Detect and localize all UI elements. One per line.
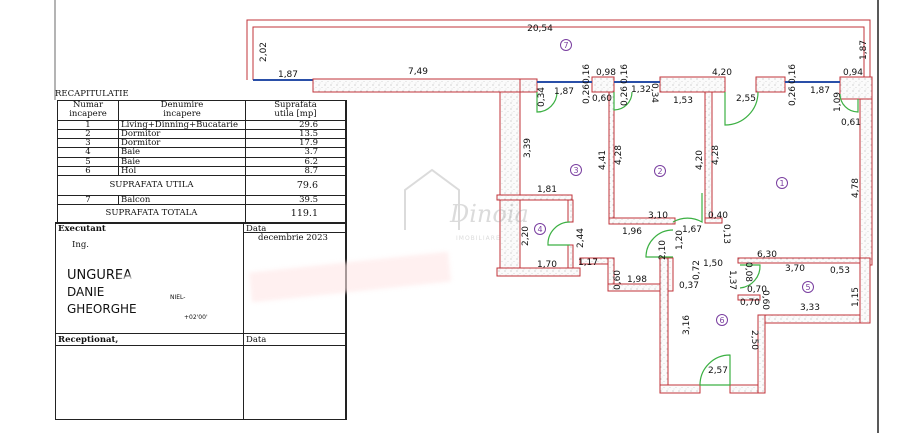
dimension-label: 2,57	[708, 366, 728, 376]
dimension-label: 3,39	[523, 138, 533, 158]
watermark-logo: Dinoia IMOBILIARE	[404, 168, 529, 242]
dimension-label: 1,15	[851, 287, 861, 307]
dimension-label: 1,53	[673, 96, 693, 106]
dimension-label: 3,33	[800, 303, 820, 313]
suprafata-totala-label: SUPRAFATA TOTALA	[105, 208, 198, 218]
svg-text:1: 1	[779, 179, 784, 188]
dimension-label: 0,60	[613, 270, 623, 290]
svg-text:3: 3	[573, 166, 578, 175]
dimension-label: 0,16	[582, 64, 592, 84]
dimension-label: 6,30	[757, 250, 777, 260]
table-title: RECAPITULATIE	[55, 89, 129, 99]
dimension-label: 1,17	[578, 258, 598, 268]
dimension-label: 0,26	[582, 84, 592, 104]
dimension-label: 0,40	[708, 211, 728, 221]
dimension-label: 1,70	[537, 260, 557, 270]
room-5-label: 5	[802, 281, 814, 293]
dimension-label: 2,10	[658, 240, 668, 260]
dimension-label: 0,60	[760, 290, 770, 310]
dimension-label: 0,61	[841, 118, 861, 128]
dimension-label: 1,20	[675, 230, 685, 250]
svg-text:6: 6	[719, 316, 724, 325]
dimension-label: 0,53	[830, 266, 850, 276]
dimension-label: 1,87	[554, 87, 574, 97]
room-3-label: 3	[570, 164, 582, 176]
svg-text:4: 4	[537, 225, 542, 234]
dimension-label: 3,70	[785, 264, 805, 274]
dimension-label: 0,34	[537, 87, 547, 107]
dimension-label: 0,16	[788, 64, 798, 84]
dimension-label: 0,26	[788, 86, 798, 106]
executant-date-value: decembrie 2023	[258, 233, 328, 243]
doors	[536, 91, 859, 386]
executant-label: Executant	[58, 224, 106, 234]
dimension-label: 1,50	[703, 259, 723, 269]
room-7-label: 7	[560, 39, 572, 51]
dimension-label: 2,55	[736, 94, 756, 104]
receptionat-label: Receptionat,	[58, 335, 119, 345]
dimension-label: 4,20	[695, 150, 705, 170]
suprafata-totala-value: 119.1	[290, 208, 318, 219]
dimension-label: 4,78	[851, 178, 861, 198]
executant-date-label: Data	[246, 224, 267, 234]
dimension-label: 4,20	[712, 68, 732, 78]
dimension-label: 1,87	[859, 40, 869, 60]
dimension-label: 0,60	[592, 94, 612, 104]
walls	[312, 76, 873, 394]
svg-text:7: 7	[563, 41, 568, 50]
dimension-label: 1,87	[278, 70, 298, 80]
room-numbers: 7 3 2 1 4 5 6	[534, 39, 814, 326]
suprafata-utila-label: SUPRAFATA UTILA	[109, 180, 194, 190]
dimension-label: 1,67	[682, 225, 702, 235]
dimension-label: 2,50	[749, 330, 759, 350]
svg-text:5: 5	[805, 283, 810, 292]
dimension-label: 4,41	[598, 150, 608, 170]
dimension-label: 3,16	[682, 315, 692, 335]
dimension-label: 2,44	[576, 228, 586, 248]
receptionat-date-label: Data	[246, 335, 267, 345]
room-1-label: 1	[776, 177, 788, 189]
dimension-label: 1,37	[727, 270, 737, 290]
dimension-label: 1,32	[631, 85, 651, 95]
dimension-label: 0,26	[620, 86, 630, 106]
dimension-label: 0,98	[596, 68, 616, 78]
room-6-label: 6	[716, 314, 728, 326]
dimension-label: 7,49	[408, 67, 428, 77]
dimension-label: 20,54	[527, 24, 553, 34]
dimension-label: 2,20	[521, 226, 531, 246]
dimension-label: 1,98	[627, 275, 647, 285]
dimension-label: 1,87	[810, 86, 830, 96]
suprafata-utila-value: 79.6	[296, 180, 318, 191]
svg-text:2: 2	[657, 167, 662, 176]
dimension-label: 4,28	[711, 145, 721, 165]
svg-text:IMOBILIARE: IMOBILIARE	[456, 235, 501, 242]
dimension-label: 0,16	[620, 64, 630, 84]
dimension-label: 4,28	[614, 145, 624, 165]
dimension-label: 1,81	[537, 185, 557, 195]
dimension-label: 2,02	[259, 42, 269, 62]
dimension-label: 0,94	[843, 68, 863, 78]
dimension-label: 0,13	[721, 224, 731, 244]
room-2-label: 2	[654, 165, 666, 177]
dimension-label: 0,08	[743, 262, 753, 282]
dimension-label: 0,70	[747, 285, 767, 295]
room-4-label: 4	[534, 223, 546, 235]
dimension-label: 0,34	[649, 83, 659, 103]
dimension-label: 1,09	[833, 92, 843, 112]
dimension-label: 3,10	[648, 211, 668, 221]
balcony-outline	[246, 19, 871, 80]
dimension-label: 0,72	[692, 260, 702, 280]
dimension-label: 0,37	[679, 281, 699, 291]
dimension-label: 0,70	[740, 298, 760, 308]
engineer-prefix: Ing.	[72, 240, 89, 250]
dimension-label: 1,96	[622, 227, 642, 237]
dimension-labels: 20,54 2,02 1,87 7,49 0,34 1,87 0,26 0,16…	[259, 24, 869, 376]
svg-text:Dinoia: Dinoia	[449, 200, 529, 228]
